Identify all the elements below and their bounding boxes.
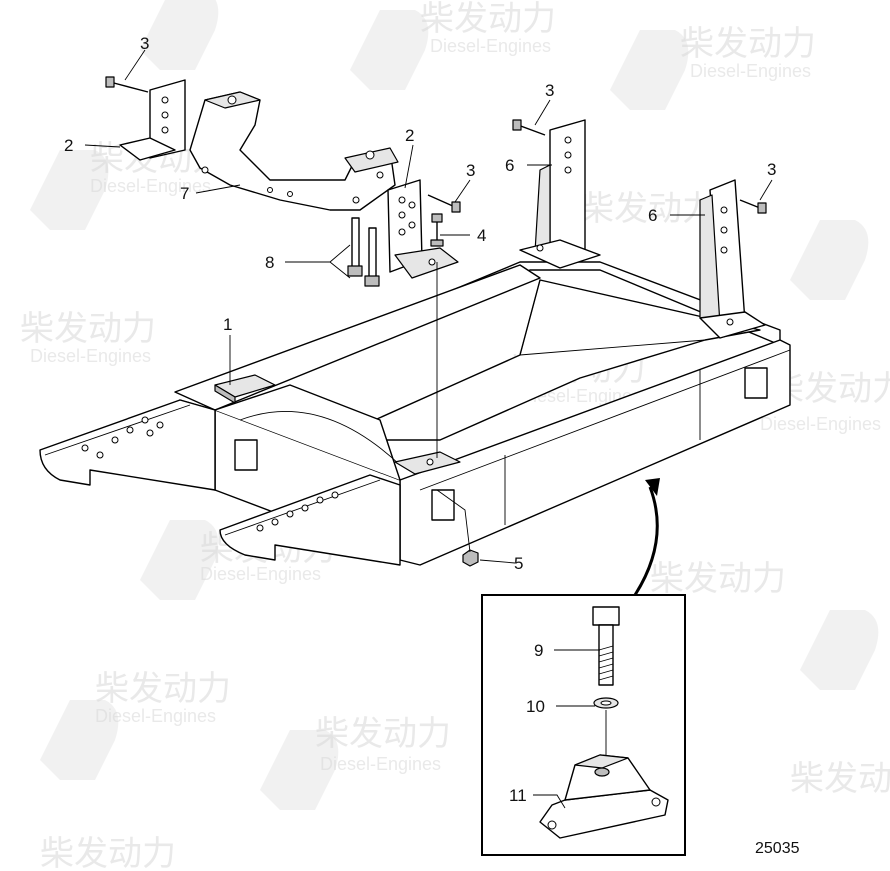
watermark-brand-en: Diesel-Engines: [760, 414, 881, 434]
callout-3: 3: [767, 160, 776, 179]
rubber-mount-11: [539, 789, 669, 839]
bolt-3-d: [739, 199, 767, 214]
watermark-logo: [800, 610, 879, 690]
watermark-brand-cn: 柴发动力: [680, 25, 816, 63]
callout-7: 7: [180, 184, 189, 203]
callout-3: 3: [545, 81, 554, 100]
callout-1: 1: [223, 315, 232, 334]
watermark-brand-en: Diesel-Engines: [90, 176, 211, 196]
watermark-logo: [30, 150, 109, 230]
watermark-brand-en: Diesel-Engines: [200, 564, 321, 584]
detail-inset: [481, 594, 686, 856]
support-arch: [189, 91, 399, 211]
watermark-brand-cn: 柴发动力: [95, 670, 231, 708]
bolt-3-c: [427, 194, 461, 213]
bolt-9-head: [592, 606, 620, 626]
callout-9: 9: [534, 641, 543, 660]
figure-number: 25035: [755, 840, 800, 857]
watermark-logo: [350, 10, 429, 90]
rail-slot: [744, 367, 768, 399]
front-bracket-left: [119, 79, 186, 161]
watermark-brand-en: Diesel-Engines: [320, 754, 441, 774]
callout-11: 11: [509, 786, 527, 805]
callout-10: 10: [526, 697, 545, 716]
watermark-brand-en: Diesel-Engines: [690, 61, 811, 81]
leader-lines: [84, 49, 773, 809]
watermark-brand-cn: 柴发动力: [20, 310, 156, 348]
nut-5: [462, 549, 479, 567]
rail-slot: [431, 489, 455, 521]
crossmember-slot: [234, 439, 258, 471]
callout-3: 3: [140, 34, 149, 53]
watermark-logo: [610, 30, 689, 110]
watermark-logo: [140, 0, 219, 70]
assembly-line: [436, 489, 471, 553]
bolt-3-b: [512, 119, 546, 136]
bolts-8: [347, 217, 380, 287]
detail-arrow: [633, 486, 659, 596]
callout-2: 2: [64, 136, 73, 155]
callout-3: 3: [466, 161, 475, 180]
watermark-logo: [140, 520, 219, 600]
front-bracket-right: [387, 179, 459, 279]
callout-8: 8: [265, 253, 274, 272]
watermark-brand-cn: 柴发动力: [40, 835, 176, 871]
watermark-brand-en: Diesel-Engines: [95, 706, 216, 726]
watermark-brand-cn: 柴发动力: [790, 760, 890, 798]
watermark-brand-cn: 柴发动力: [420, 0, 556, 38]
watermark-logo: [40, 700, 119, 780]
bolt-4: [430, 213, 444, 247]
callouts: 3 2 7 8 1 2 3 4 5 3 6 6 3 9 10 11: [64, 34, 776, 805]
watermark-logo: [260, 730, 339, 810]
rear-bracket-left: [519, 119, 601, 269]
watermark-logo: [790, 220, 869, 300]
watermark-brand-cn: 柴发动力: [650, 560, 786, 598]
bolt-3-a: [105, 76, 149, 93]
arrow-head: [645, 478, 660, 496]
bolt-9-shank: [598, 624, 614, 686]
watermark-brand-en: Diesel-Engines: [430, 36, 551, 56]
callout-5: 5: [514, 554, 523, 573]
callout-4: 4: [477, 226, 486, 245]
watermark-brand-en: Diesel-Engines: [30, 346, 151, 366]
callout-6: 6: [648, 206, 657, 225]
callout-2: 2: [405, 126, 414, 145]
callout-6: 6: [505, 156, 514, 175]
base-frame: [39, 261, 791, 566]
watermark-brand-cn: 柴发动力: [580, 190, 716, 228]
rear-bracket-right: [699, 179, 766, 339]
watermark-brand-cn: 柴发动力: [315, 715, 451, 753]
